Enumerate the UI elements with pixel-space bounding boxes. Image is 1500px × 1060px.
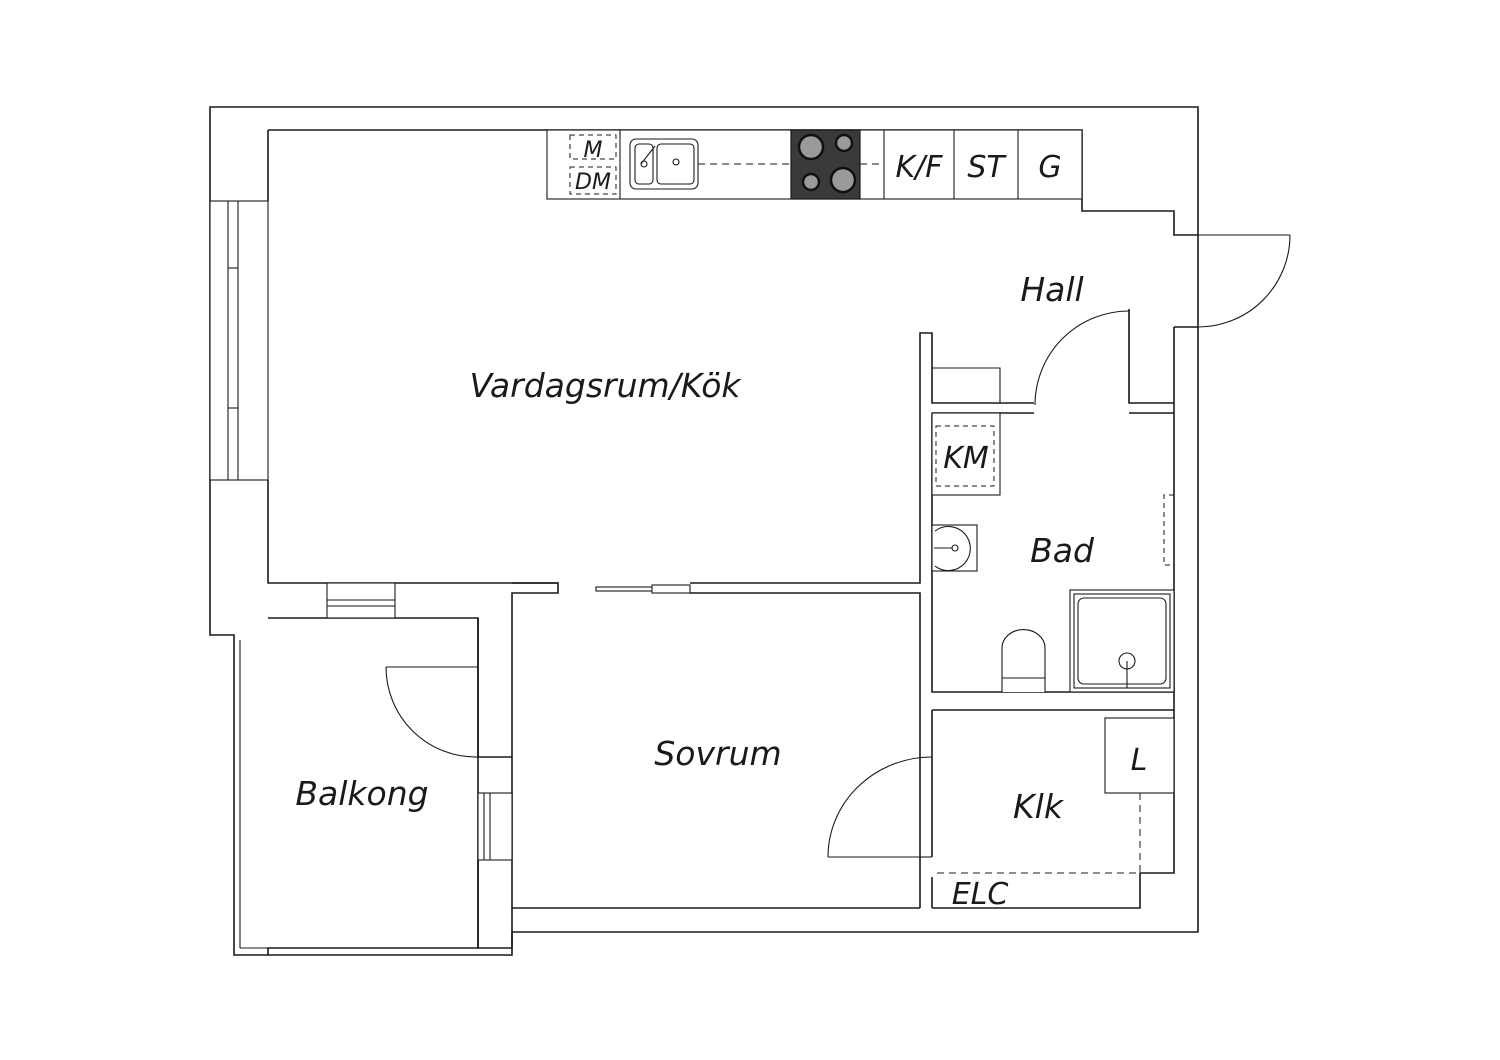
kitchen-sink-icon (629, 138, 699, 190)
shower-icon (1069, 589, 1175, 693)
closet-door (827, 756, 933, 858)
entrance-door (1174, 234, 1291, 328)
stove-cabinet-label: ST (967, 150, 1007, 185)
kitchen-counter: M DM K/F ST G (546, 129, 1083, 200)
dishwasher-label: DM (575, 170, 611, 195)
fridge-freezer-label: K/F (895, 150, 943, 185)
interior-walls (512, 309, 1174, 908)
garbage-label: G (1038, 150, 1061, 185)
microwave-label: M (584, 138, 603, 163)
linen-label: L (1131, 743, 1148, 778)
closet: L ELC (932, 717, 1175, 912)
room-label-bedroom: Sovrum (654, 734, 781, 773)
cooktop-icon (790, 129, 861, 200)
bathroom-fixtures: KM (931, 412, 1175, 693)
washing-machine-label: KM (943, 441, 989, 476)
washbasin-icon (931, 524, 978, 572)
toilet-icon (1001, 629, 1046, 692)
balcony (239, 582, 513, 955)
living-room-window (209, 200, 269, 481)
room-label-closet: Klk (1013, 787, 1065, 826)
room-label-bath: Bad (1030, 531, 1095, 570)
room-label-hall: Hall (1020, 270, 1083, 309)
bathroom-door (1034, 309, 1130, 406)
electric-central-label: ELC (952, 877, 1009, 912)
room-label-balcony: Balkong (295, 774, 428, 813)
room-label-living-kitchen: Vardagsrum/Kök (469, 366, 742, 405)
